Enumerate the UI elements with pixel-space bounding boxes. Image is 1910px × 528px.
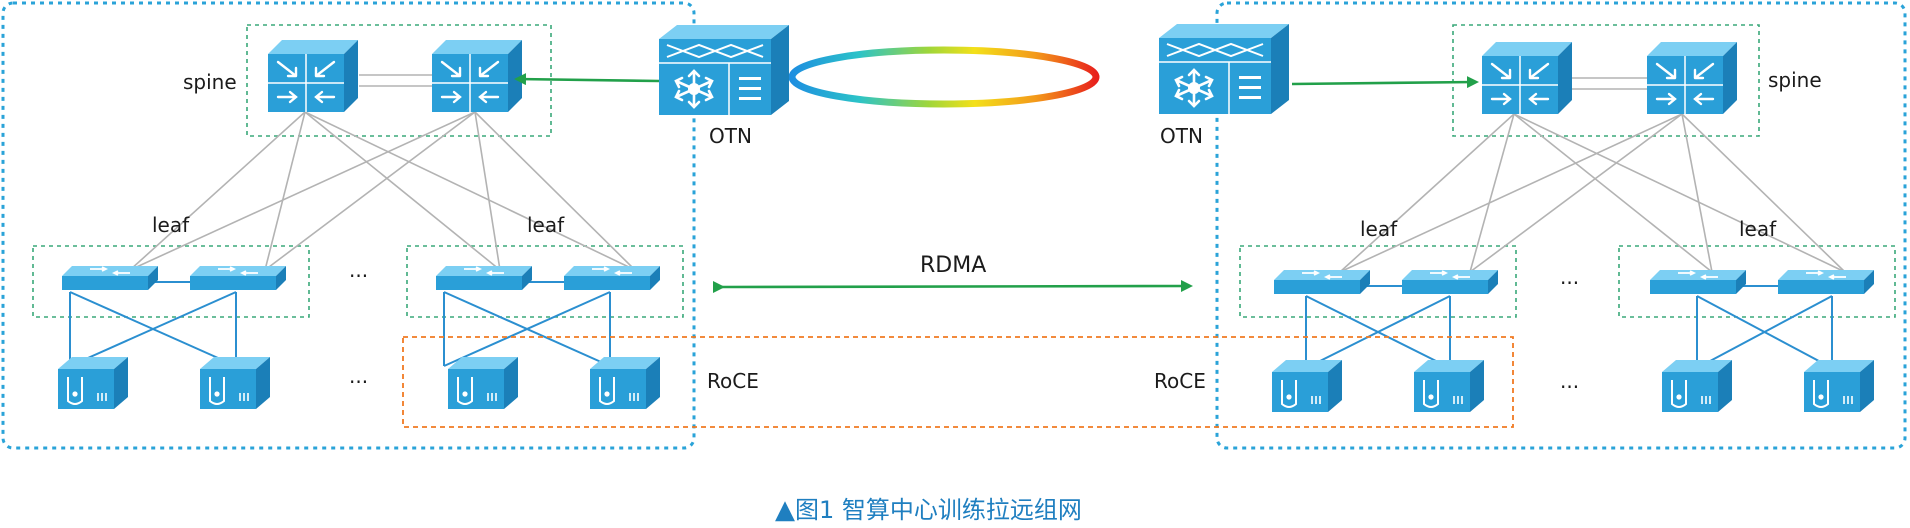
rdma-label: RDMA [920, 253, 986, 278]
right-server-3 [1661, 359, 1733, 413]
roce-label-right: RoCE [1154, 369, 1206, 393]
right-datacenter-boundary [1215, 1, 1907, 450]
left-leaf-label-2: leaf [527, 213, 565, 237]
left-leaf-group-1 [32, 245, 310, 318]
right-server-4 [1803, 359, 1875, 413]
left-spine-group [246, 24, 552, 137]
left-leaf-switch-3 [435, 265, 533, 291]
right-leaf-label-1: leaf [1360, 217, 1398, 241]
caption-triangle-icon: ▲ [775, 495, 795, 525]
figure-caption: ▲图1 智算中心训练拉远组网 [775, 495, 1082, 525]
left-server-2 [199, 356, 271, 410]
right-spine-group [1452, 24, 1760, 137]
left-spine-switch-1 [266, 38, 360, 114]
right-leaf-switch-2 [1401, 269, 1499, 295]
left-spine-switch-2 [430, 38, 524, 114]
left-otn-device [657, 23, 791, 117]
right-server-1 [1271, 359, 1343, 413]
right-otn-to-spine-arrow [1291, 76, 1479, 89]
right-spine-switch-1 [1480, 40, 1574, 116]
right-leaf-group-2 [1618, 245, 1896, 318]
left-server-1 [57, 356, 129, 410]
otn-optical-ring [788, 46, 1100, 108]
left-server-ellipsis: ··· [349, 370, 368, 394]
caption-text: 图1 智算中心训练拉远组网 [795, 496, 1082, 524]
rdma-arrow [712, 280, 1193, 294]
left-spine-leaf-links [129, 74, 636, 271]
right-spine-label: spine [1768, 68, 1822, 92]
left-leaf-switch-2 [189, 265, 287, 291]
right-leaf-group-1 [1239, 245, 1517, 318]
left-leaf-group-2 [406, 245, 684, 318]
right-otn-label: OTN [1160, 124, 1203, 148]
left-server-4 [589, 356, 661, 410]
roce-label-left: RoCE [707, 369, 759, 393]
right-leaf-switch-3 [1649, 269, 1747, 295]
right-leaf-server-links [1305, 285, 1833, 369]
left-leaf-switch-4 [563, 265, 661, 291]
left-leaf-switch-1 [61, 265, 159, 291]
right-server-ellipsis: ··· [1560, 375, 1579, 399]
left-leaf-label-1: leaf [152, 213, 190, 237]
left-leaf-ellipsis: ··· [349, 264, 368, 288]
left-otn-to-spine-arrow [514, 73, 660, 86]
right-leaf-label-2: leaf [1739, 217, 1777, 241]
left-datacenter-boundary [1, 1, 696, 450]
right-leaf-switch-4 [1777, 269, 1875, 295]
right-spine-switch-2 [1645, 40, 1739, 116]
roce-region [402, 336, 1514, 428]
right-otn-device [1157, 22, 1291, 116]
right-leaf-ellipsis: ··· [1560, 271, 1579, 295]
left-leaf-server-links [69, 281, 611, 367]
right-server-2 [1413, 359, 1485, 413]
right-leaf-switch-1 [1273, 269, 1371, 295]
left-server-3 [447, 356, 519, 410]
left-otn-label: OTN [709, 124, 752, 148]
left-spine-label: spine [183, 70, 237, 94]
right-spine-leaf-links [1339, 77, 1846, 273]
